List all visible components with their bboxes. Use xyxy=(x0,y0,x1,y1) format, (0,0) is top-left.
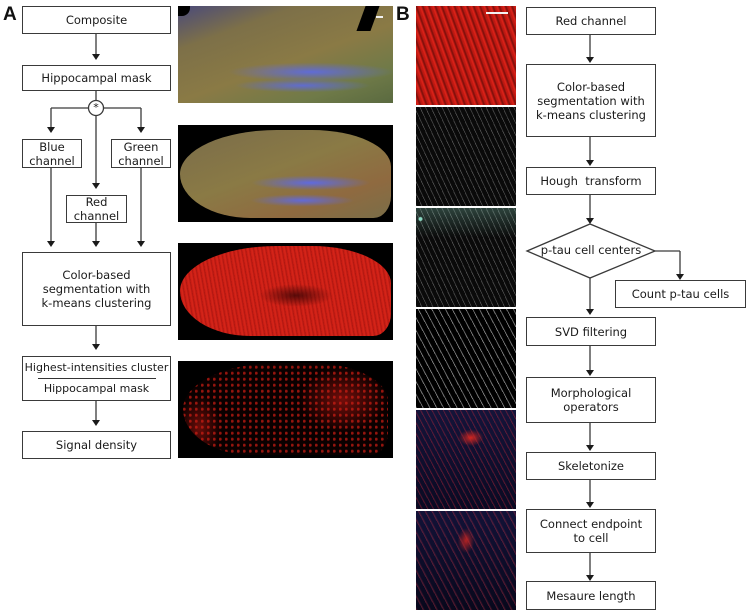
composite-image xyxy=(178,6,393,103)
panel-b-label: B xyxy=(396,4,410,25)
red-channel-box: Red channel xyxy=(66,195,127,223)
length-overlay-crop xyxy=(416,511,516,610)
p-tau-decision-label: p-tau cell centers xyxy=(540,243,642,257)
red-channel-crop xyxy=(416,6,516,105)
skeletonize-box: Skeletonize xyxy=(526,452,656,480)
svd-filtered-crop xyxy=(416,309,516,408)
red-channel-image xyxy=(178,243,393,340)
green-channel-box: Green channel xyxy=(111,139,171,168)
fraction-divider xyxy=(37,378,156,379)
panel-a-label: A xyxy=(3,4,17,25)
ratio-box: Highest-intensities cluster Hippocampal … xyxy=(22,356,171,401)
highest-intensity-cluster-image xyxy=(178,361,393,458)
composite-box: Composite xyxy=(22,6,171,34)
hippocampal-mask-box: Hippocampal mask xyxy=(22,65,171,91)
morphological-operators-box: Morphological operators xyxy=(526,377,656,423)
connect-endpoint-box: Connect endpoint to cell xyxy=(526,509,656,553)
skeleton-overlay-crop xyxy=(416,410,516,509)
svd-filtering-box: SVD filtering xyxy=(526,317,656,346)
split-symbol: * xyxy=(93,101,99,114)
hough-centers-crop xyxy=(416,208,516,307)
ratio-denominator: Hippocampal mask xyxy=(43,382,150,395)
scale-bar-b xyxy=(486,12,508,14)
scale-bar xyxy=(376,16,383,18)
b-red-channel-box: Red channel xyxy=(526,7,656,35)
segmentation-box: Color-based segmentation with k-means cl… xyxy=(22,252,171,326)
b-segmentation-box: Color-based segmentation with k-means cl… xyxy=(526,64,656,137)
hough-transform-label: Hough transform xyxy=(540,174,642,188)
split-node-icon xyxy=(87,99,105,117)
signal-density-box: Signal density xyxy=(22,431,171,459)
measure-length-box: Mesaure length xyxy=(526,581,656,610)
decision-diamond xyxy=(525,223,657,279)
masked-composite-image xyxy=(178,125,393,222)
segmentation-crop xyxy=(416,107,516,206)
blue-channel-box: Blue channel xyxy=(22,139,82,168)
count-p-tau-box: Count p-tau cells xyxy=(615,280,746,308)
hough-transform-box: Hough transform xyxy=(526,167,656,195)
ratio-numerator: Highest-intensities cluster xyxy=(24,361,169,374)
